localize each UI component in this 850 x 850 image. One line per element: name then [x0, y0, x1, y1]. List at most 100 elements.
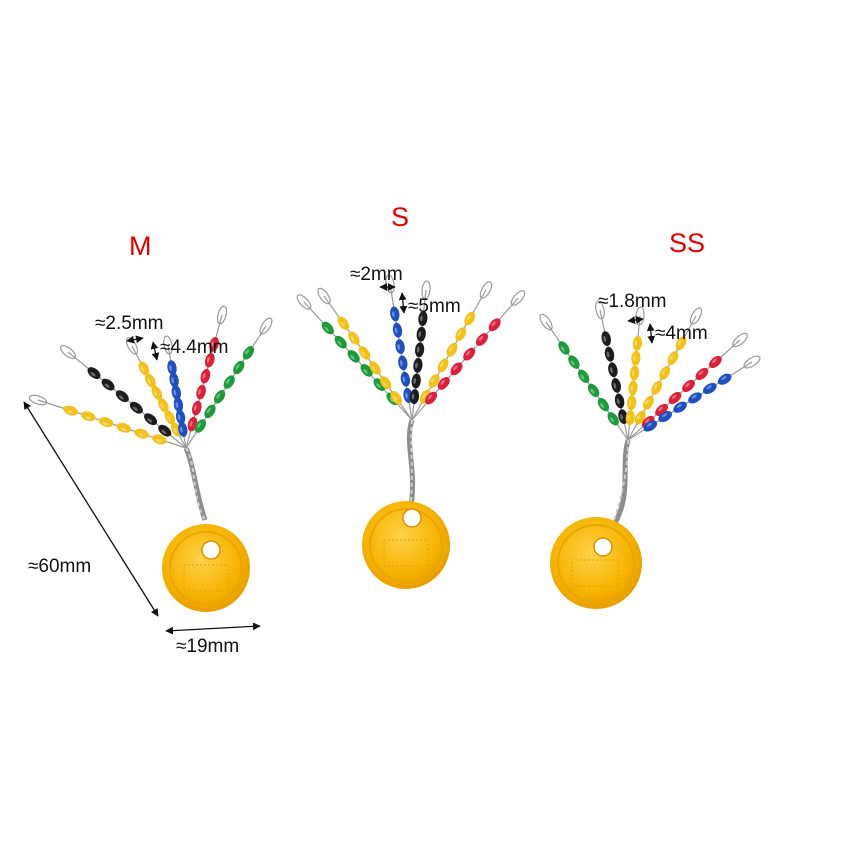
bead-highlight — [633, 355, 636, 362]
bead-black — [414, 342, 425, 358]
bead-black — [409, 389, 420, 405]
bead-green — [194, 419, 207, 433]
stopper-s — [296, 274, 526, 589]
bead-green — [242, 346, 255, 360]
bead-highlight — [634, 340, 638, 347]
bead-highlight — [580, 374, 585, 380]
bead-highlight — [216, 393, 221, 399]
bead-highlight — [104, 383, 110, 388]
bead-highlight — [206, 407, 211, 414]
bead-highlight — [590, 388, 595, 394]
bead-yellow — [116, 422, 132, 433]
bead-blue — [643, 420, 658, 432]
bead-black — [101, 378, 115, 391]
bead-highlight — [631, 369, 635, 376]
bead-highlight — [413, 377, 417, 384]
bead-highlight — [171, 377, 175, 384]
bead-red — [196, 384, 206, 400]
bead-blue — [171, 384, 182, 400]
bead-highlight — [198, 388, 202, 395]
bead-highlight — [399, 360, 403, 367]
bead-highlight — [211, 340, 215, 347]
bead-green — [607, 412, 619, 426]
bead-green — [558, 341, 570, 355]
bead-yellow — [675, 336, 687, 351]
bead-yellow — [667, 351, 679, 366]
bead-highlight — [147, 378, 151, 385]
stopper-m — [23, 305, 273, 635]
sinker-hole-ss — [593, 537, 613, 557]
bead-yellow — [134, 428, 149, 439]
bead-yellow — [81, 411, 96, 422]
bead-highlight — [669, 354, 674, 361]
bead-highlight — [431, 377, 435, 383]
bead-highlight — [422, 393, 426, 399]
bead-yellow — [164, 410, 176, 425]
bead-highlight — [402, 376, 406, 383]
bead-highlight — [161, 429, 167, 435]
bead-yellow — [369, 361, 381, 375]
bead-red — [709, 355, 722, 369]
bead-highlight — [350, 336, 355, 342]
bead-yellow — [455, 327, 467, 342]
stopper-ss — [539, 300, 761, 609]
bead-highlight — [416, 346, 420, 353]
bead-yellow — [145, 373, 156, 388]
bead-yellow — [157, 398, 169, 413]
bead-highlight — [645, 399, 649, 405]
bead-black — [115, 390, 129, 403]
bead-highlight — [606, 351, 610, 358]
bead-red — [204, 352, 215, 368]
bead-blue — [178, 422, 188, 437]
bead-highlight — [206, 356, 210, 363]
bead-blue — [658, 411, 673, 423]
bead-blue — [688, 392, 702, 404]
bead-yellow — [348, 331, 360, 345]
bead-red — [191, 400, 202, 416]
bead-blue — [717, 373, 732, 385]
bead-black — [87, 367, 101, 380]
bead-highlight — [420, 315, 423, 322]
wire-loop — [689, 307, 703, 325]
wire-loop — [59, 344, 77, 360]
bead-highlight — [691, 394, 697, 399]
bead-green — [223, 375, 235, 389]
bead-green — [233, 360, 245, 375]
bead-yellow — [390, 391, 402, 405]
bead-yellow — [631, 350, 641, 366]
bead-highlight — [440, 379, 445, 385]
bead-highlight — [391, 311, 395, 318]
bead-highlight — [371, 366, 376, 372]
bead-yellow — [446, 342, 458, 357]
bead-black — [129, 401, 143, 414]
bead-spacing-m: ≈2.5mm — [95, 313, 164, 334]
bead-highlight — [235, 364, 240, 370]
bead-blue — [169, 372, 179, 388]
twisted-wire-ss — [607, 439, 631, 534]
bead-highlight — [661, 413, 668, 418]
bead-blue — [167, 360, 177, 376]
overall-length-label: ≈60mm — [28, 556, 92, 577]
bead-black — [601, 331, 611, 346]
bead-yellow — [379, 376, 392, 390]
bead-highlight — [628, 399, 632, 406]
wire-loop — [539, 313, 553, 331]
bead-black — [413, 357, 423, 373]
bead-highlight — [609, 417, 614, 423]
bead-highlight — [637, 414, 641, 420]
sinker-diameter-label: ≈19mm — [176, 636, 240, 657]
bead-highlight — [448, 346, 453, 352]
bead-length-m: ≈4.4mm — [160, 337, 229, 358]
bead-highlight — [677, 339, 682, 346]
bead-highlight — [397, 343, 400, 350]
bead-highlight — [721, 375, 727, 380]
bead-red — [450, 362, 463, 376]
bead-highlight — [405, 392, 408, 399]
bead-red — [437, 376, 450, 390]
bead-red — [425, 391, 438, 405]
bead-highlight — [658, 406, 663, 412]
bead-highlight — [465, 350, 471, 356]
bead-black — [614, 393, 625, 409]
bead-black — [418, 311, 428, 327]
bead-green — [334, 335, 347, 349]
